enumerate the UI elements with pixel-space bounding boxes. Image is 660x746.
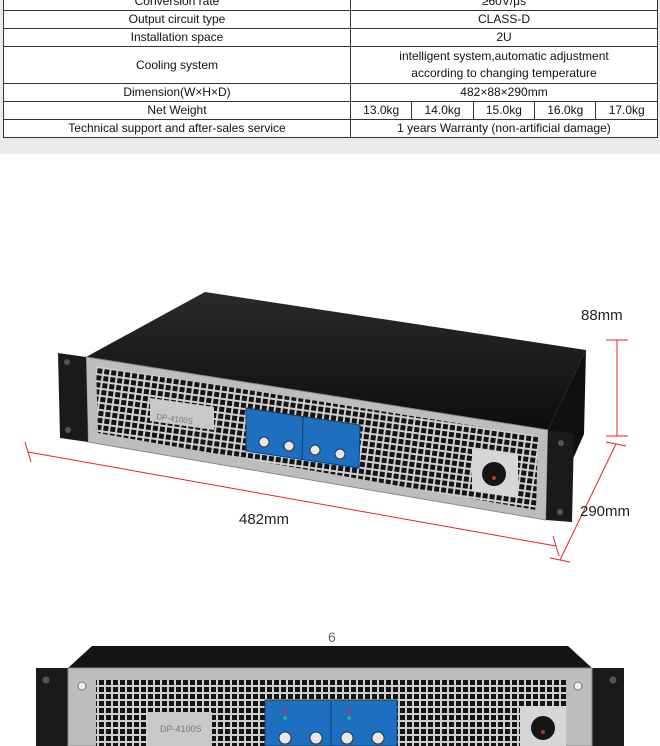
spec-label: Installation space <box>3 28 351 47</box>
spec-value-line: according to changing temperature <box>411 66 597 80</box>
gain-knob <box>309 444 321 456</box>
table-row: Cooling system intelligent system,automa… <box>3 46 658 84</box>
status-led <box>347 709 351 713</box>
dimension-line-depth <box>605 441 627 447</box>
table-row: Output circuit type CLASS-D <box>3 10 658 29</box>
rack-ear-hole <box>64 359 70 365</box>
gain-knob <box>334 448 346 460</box>
gain-knob <box>283 440 295 452</box>
rack-ear-hole <box>65 427 71 433</box>
table-row: Technical support and after-sales servic… <box>3 119 658 138</box>
table-row: Conversion rate ≥60V/μs <box>3 0 658 11</box>
gain-knob <box>340 731 354 745</box>
dimension-line-depth <box>549 557 571 563</box>
dimension-line-width <box>27 451 557 547</box>
model-plate <box>148 712 212 746</box>
spec-label: Net Weight <box>3 101 351 120</box>
amplifier-front-figure: 6 DP-4100S <box>36 629 624 746</box>
spec-value: CLASS-D <box>350 10 658 29</box>
amplifier-perspective-figure: DP-4100S <box>24 292 628 563</box>
power-switch <box>482 462 506 486</box>
rack-ear-right <box>546 430 574 522</box>
width-dimension-label: 482mm <box>239 511 290 528</box>
dimension-line-width <box>552 535 560 557</box>
table-row: Installation space 2U <box>3 28 658 47</box>
chassis-top <box>68 646 592 668</box>
rack-ear-hole <box>42 676 50 684</box>
status-led <box>347 716 351 720</box>
spec-value: 1 years Warranty (non-artificial damage) <box>350 119 658 138</box>
gain-knob <box>371 731 385 745</box>
panel-screw <box>573 681 583 691</box>
weight-cell: 13.0kg <box>349 101 413 120</box>
depth-dimension-label: 290mm <box>580 503 631 520</box>
panel-divider <box>301 416 304 461</box>
panel-screw <box>77 681 87 691</box>
weight-cell: 14.0kg <box>411 101 474 120</box>
height-dimension-label: 88mm <box>581 307 623 324</box>
table-row: Net Weight 13.0kg 14.0kg 15.0kg 16.0kg 1… <box>3 101 658 120</box>
spec-label: Dimension(W×H×D) <box>3 83 351 102</box>
spec-label: Conversion rate <box>3 0 351 11</box>
dimension-line-width <box>24 441 32 463</box>
dimension-line-depth <box>559 443 617 561</box>
spec-value-line: intelligent system,automatic adjustment <box>399 49 609 63</box>
table-row: Dimension(W×H×D) 482×88×290mm <box>3 83 658 102</box>
status-led <box>283 716 287 720</box>
spec-value: intelligent system,automatic adjustment … <box>350 46 658 84</box>
gain-knob <box>278 731 292 745</box>
weight-cell: 15.0kg <box>472 101 536 120</box>
weight-cell: 16.0kg <box>534 101 597 120</box>
rack-ear-left <box>36 668 68 746</box>
model-label: DP-4100S <box>160 724 202 734</box>
gain-knob <box>258 436 270 448</box>
gain-knob <box>309 731 323 745</box>
power-switch <box>531 716 555 740</box>
power-indicator <box>541 730 545 734</box>
spec-label: Cooling system <box>3 46 351 84</box>
power-indicator <box>492 476 496 480</box>
rack-ear-right <box>592 668 624 746</box>
rack-ear-hole <box>558 440 564 446</box>
spec-label: Output circuit type <box>3 10 351 29</box>
rack-ear-hole <box>609 676 617 684</box>
spec-value: 482×88×290mm <box>350 83 658 102</box>
spec-table-section: Conversion rate ≥60V/μs Output circuit t… <box>0 0 660 154</box>
model-plate <box>150 398 214 430</box>
weight-cell: 17.0kg <box>595 101 658 120</box>
chassis-top <box>86 292 586 430</box>
status-led <box>283 709 287 713</box>
spec-table: Conversion rate ≥60V/μs Output circuit t… <box>3 0 658 138</box>
rack-ear-left <box>58 353 88 442</box>
spec-value: ≥60V/μs <box>350 0 658 11</box>
spec-value: 2U <box>350 28 658 47</box>
spec-label: Technical support and after-sales servic… <box>3 119 351 138</box>
callout-number: 6 <box>328 629 336 645</box>
rack-ear-hole <box>557 509 563 515</box>
